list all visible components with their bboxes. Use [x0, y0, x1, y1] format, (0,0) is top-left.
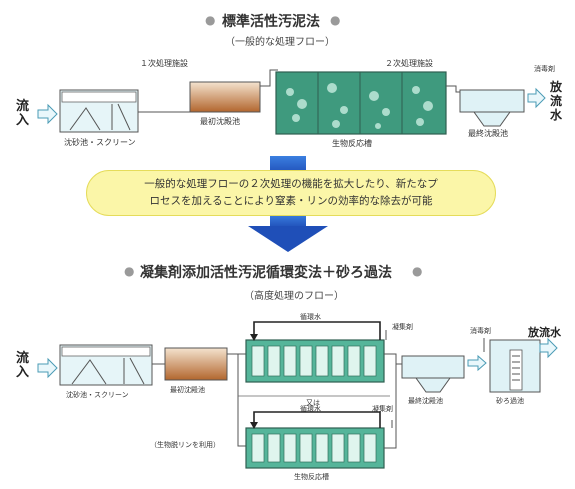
circulation-mid-label: 循環水: [300, 405, 321, 413]
title-bullet: ●: [412, 264, 423, 278]
bottom-inflow-label: 流入: [16, 351, 30, 380]
bottom-bio-reaction-tank-lower: [245, 427, 385, 469]
circulation-loop-lower: [250, 411, 381, 429]
transition-arrow: [248, 156, 328, 252]
top-subtitle: （一般的な処理フロー）: [225, 37, 335, 48]
bottom-outflow-arrow: [539, 337, 558, 359]
circulation-loop-upper: [250, 321, 381, 341]
explanation-note: 一般的な処理フローの２次処理の機能を拡大したり、新たなプ ロセスを加えることによ…: [86, 170, 496, 216]
bottom-subtitle: （高度処理のフロー）: [244, 291, 344, 302]
bottom-first-settling-label: 最初沈殿池: [170, 386, 205, 394]
top-final-settling-label: 最終沈殿池: [468, 129, 508, 138]
top-inflow-label: 流入: [16, 99, 30, 128]
bottom-final-settling-tank: [401, 355, 465, 393]
bottom-sand-filter: [489, 339, 541, 393]
top-first-settling-tank: [189, 81, 261, 113]
bio-phosphorus-label: （生物脱リンを利用）: [150, 441, 220, 449]
top-bio-reaction-tank: [275, 71, 447, 135]
top-grit-chamber: [59, 89, 139, 133]
note-line-2: ロセスを加えることにより窒素・リンの効率的な除去が可能: [149, 195, 433, 207]
primary-facility-label: １次処理施設: [140, 59, 188, 68]
bottom-first-settling-tank: [164, 347, 228, 381]
top-final-settling-tank: [459, 89, 525, 127]
bottom-inflow-arrow: [37, 357, 58, 379]
coagulant-top-label: 凝集剤: [392, 323, 413, 331]
coagulant-mid-label: 凝集剤: [372, 405, 393, 413]
bottom-grit-label: 沈砂池・スクリーン: [66, 391, 129, 399]
top-title: 標準活性汚泥法: [222, 14, 320, 30]
sand-filter-label: 砂ろ過池: [496, 397, 524, 405]
circulation-top-label: 循環水: [300, 313, 321, 321]
top-first-settling-label: 最初沈殿池: [200, 117, 240, 126]
top-grit-label: 沈砂池・スクリーン: [64, 138, 136, 147]
note-line-1: 一般的な処理フローの２次処理の機能を拡大したり、新たなプ: [144, 178, 438, 190]
bottom-final-settling-label: 最終沈殿池: [408, 397, 443, 405]
bottom-bio-reaction-tank-upper: [245, 339, 385, 383]
or-label: 又は: [306, 399, 320, 407]
title-bullet: ●: [205, 13, 216, 27]
secondary-facility-label: ２次処理施設: [385, 59, 433, 68]
top-inflow-arrow: [37, 103, 58, 125]
top-disinfect-label: 消毒剤: [534, 65, 555, 73]
title-bullet: ●: [124, 264, 135, 278]
bottom-title: 凝集剤添加活性汚泥循環変法＋砂ろ過法: [140, 265, 392, 281]
bottom-bio-tank-label: 生物反応槽: [294, 473, 329, 481]
title-bullet: ●: [330, 13, 341, 27]
top-bio-tank-label: 生物反応槽: [332, 139, 372, 148]
bottom-grit-chamber: [59, 344, 153, 386]
top-outflow-label: 放流水: [550, 80, 563, 122]
bottom-disinfect-label: 消毒剤: [470, 327, 491, 335]
top-outflow-arrow: [527, 87, 546, 109]
bottom-outflow-label: 放流水: [528, 326, 561, 339]
